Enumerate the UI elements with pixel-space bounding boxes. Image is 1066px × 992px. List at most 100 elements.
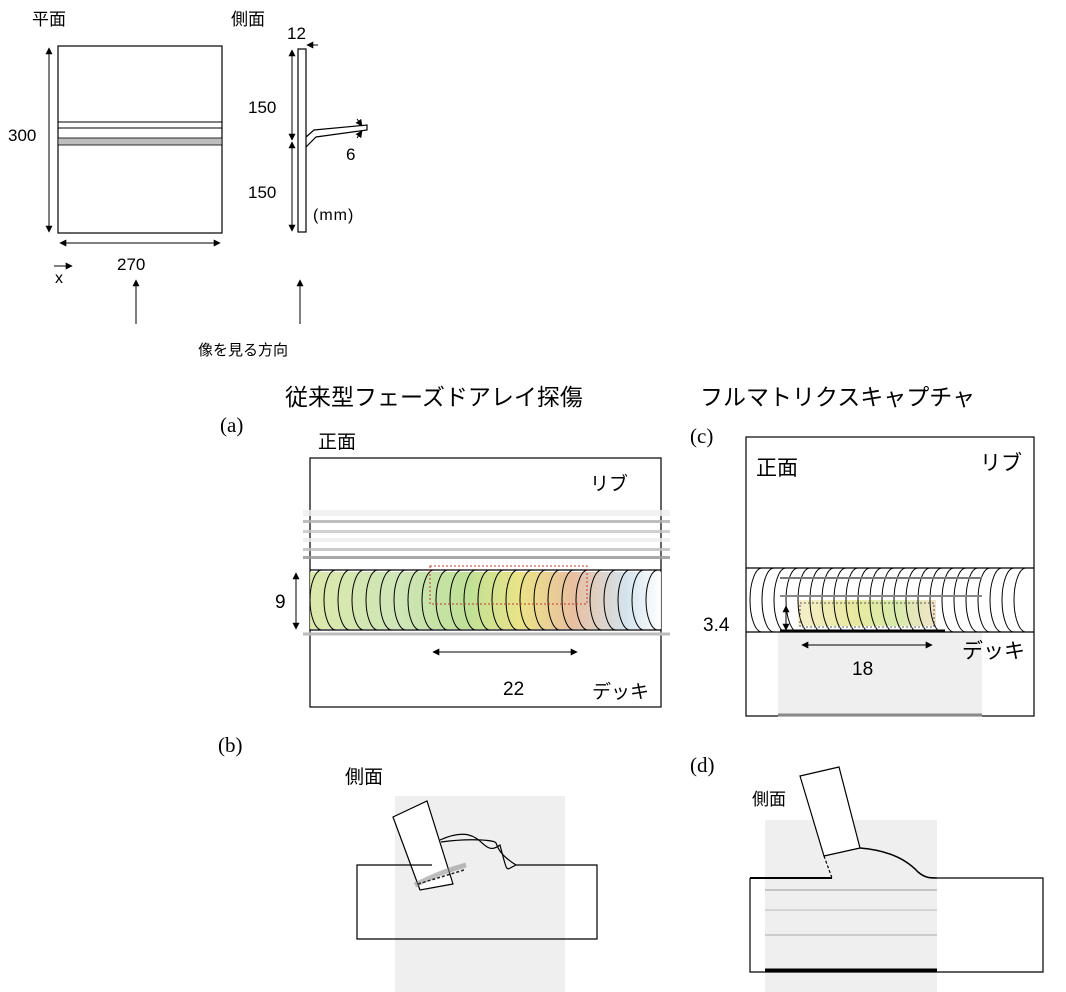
panel-d: (d) 側面 bbox=[690, 753, 1044, 992]
probe-arc bbox=[575, 569, 589, 631]
plan-label: 平面 bbox=[32, 10, 66, 30]
probe-arc bbox=[477, 569, 491, 631]
probe-arc bbox=[941, 567, 955, 633]
panel-c-rib: リブ bbox=[980, 451, 1022, 475]
panel-a-defect-band bbox=[310, 572, 661, 629]
probe-arc bbox=[435, 569, 449, 631]
probe-arc bbox=[533, 569, 547, 631]
panel-a-probe-arcs bbox=[309, 569, 659, 631]
probe-arc bbox=[603, 569, 617, 631]
panel-a-dotted-box bbox=[429, 565, 588, 605]
probe-arc bbox=[905, 567, 919, 633]
panel-d-weld-outline bbox=[749, 877, 1044, 973]
panel-a-deck: デッキ bbox=[592, 681, 649, 703]
probe-arc bbox=[617, 569, 631, 631]
probe-arc bbox=[965, 567, 979, 633]
probe-arc bbox=[989, 567, 1003, 633]
probe-arc bbox=[929, 567, 943, 633]
header-fmc: フルマトリクスキャプチャ bbox=[700, 385, 975, 411]
probe-arc bbox=[977, 567, 991, 633]
probe-arc bbox=[1001, 567, 1015, 633]
side-label: 側面 bbox=[231, 10, 265, 30]
panel-d-rib-bottom bbox=[823, 855, 833, 879]
x-axis-label: x bbox=[55, 270, 63, 287]
probe-arc bbox=[869, 567, 883, 633]
probe-arc bbox=[749, 567, 763, 633]
side-rib-plate bbox=[305, 124, 368, 148]
panel-a-letter: (a) bbox=[220, 413, 243, 437]
probe-arc bbox=[857, 567, 871, 633]
plan-view: 平面 300 270 x bbox=[8, 10, 223, 324]
probe-arc bbox=[589, 569, 603, 631]
panel-a-dim-9: 9 bbox=[275, 592, 286, 613]
panel-c-probe-arcs bbox=[749, 567, 1027, 633]
panel-b: (b) 側面 bbox=[218, 733, 598, 992]
plan-dim-300: 300 bbox=[8, 126, 36, 145]
probe-arc bbox=[323, 569, 337, 631]
probe-arc bbox=[547, 569, 561, 631]
probe-arc bbox=[463, 569, 477, 631]
view-direction-label: 像を見る方向 bbox=[198, 341, 288, 359]
probe-arc bbox=[1013, 567, 1027, 633]
panel-c-deck: デッキ bbox=[962, 639, 1025, 663]
probe-arc bbox=[631, 569, 645, 631]
side-dim-6-arrow-2 bbox=[355, 130, 363, 139]
panel-a-dim-22: 22 bbox=[503, 679, 524, 700]
probe-arc bbox=[407, 569, 421, 631]
panel-b-weld-curve bbox=[440, 839, 517, 866]
header-conventional: 従来型フェーズドアレイ探傷 bbox=[285, 385, 583, 411]
panel-b-weld-profile bbox=[356, 833, 598, 940]
panel-c-defect-band bbox=[798, 600, 936, 626]
panel-a-front: 正面 bbox=[318, 431, 356, 453]
panel-d-noise-lines bbox=[765, 889, 937, 936]
probe-arc bbox=[833, 567, 847, 633]
side-view: 側面 12 150 150 6 (mm) 像を見る方向 bbox=[198, 10, 368, 359]
panel-b-root-line bbox=[417, 869, 465, 885]
side-dim-150-lower: 150 bbox=[248, 183, 276, 202]
probe-arc bbox=[561, 569, 575, 631]
panel-c-front: 正面 bbox=[756, 456, 798, 480]
panel-a-noise-bands bbox=[303, 510, 670, 559]
probe-arc bbox=[351, 569, 365, 631]
panel-d-letter: (d) bbox=[690, 753, 715, 777]
panel-a-rib: リブ bbox=[590, 472, 628, 495]
probe-arc bbox=[953, 567, 967, 633]
probe-arc bbox=[917, 567, 931, 633]
side-deck-plate bbox=[297, 48, 307, 233]
probe-arc bbox=[809, 567, 823, 633]
panel-a: (a) 正面 リブ 9 22 デッキ bbox=[220, 413, 670, 708]
panel-c-dim-34: 3.4 bbox=[703, 615, 730, 636]
probe-arc bbox=[761, 567, 775, 633]
panel-c: (c) 正面 リブ 3.4 18 デッキ bbox=[690, 424, 1035, 717]
panel-b-side: 側面 bbox=[345, 766, 383, 788]
panel-b-rib bbox=[392, 800, 454, 891]
panel-d-weld-curve bbox=[859, 847, 938, 879]
probe-arc bbox=[393, 569, 407, 631]
probe-arc bbox=[893, 567, 907, 633]
side-dim-6-arrow bbox=[355, 118, 363, 127]
probe-arc bbox=[449, 569, 463, 631]
probe-arc bbox=[785, 567, 799, 633]
panel-d-side: 側面 bbox=[752, 790, 786, 810]
plan-dim-270: 270 bbox=[117, 255, 145, 274]
panel-c-dotted-box bbox=[799, 602, 935, 628]
probe-arc bbox=[797, 567, 811, 633]
plan-weld-band bbox=[57, 137, 223, 146]
probe-arc bbox=[491, 569, 505, 631]
probe-arc bbox=[645, 569, 659, 631]
probe-arc bbox=[505, 569, 519, 631]
probe-arc bbox=[519, 569, 533, 631]
side-dim-12: 12 bbox=[287, 24, 306, 43]
panel-c-dim-18: 18 bbox=[852, 659, 873, 680]
side-dim-6: 6 bbox=[346, 145, 355, 164]
panel-b-letter: (b) bbox=[218, 733, 243, 757]
probe-arc bbox=[821, 567, 835, 633]
side-dim-150-upper: 150 bbox=[248, 98, 276, 117]
probe-arc bbox=[421, 569, 435, 631]
probe-arc bbox=[337, 569, 351, 631]
probe-arc bbox=[845, 567, 859, 633]
probe-arc bbox=[881, 567, 895, 633]
probe-arc bbox=[365, 569, 379, 631]
probe-arc bbox=[309, 569, 323, 631]
